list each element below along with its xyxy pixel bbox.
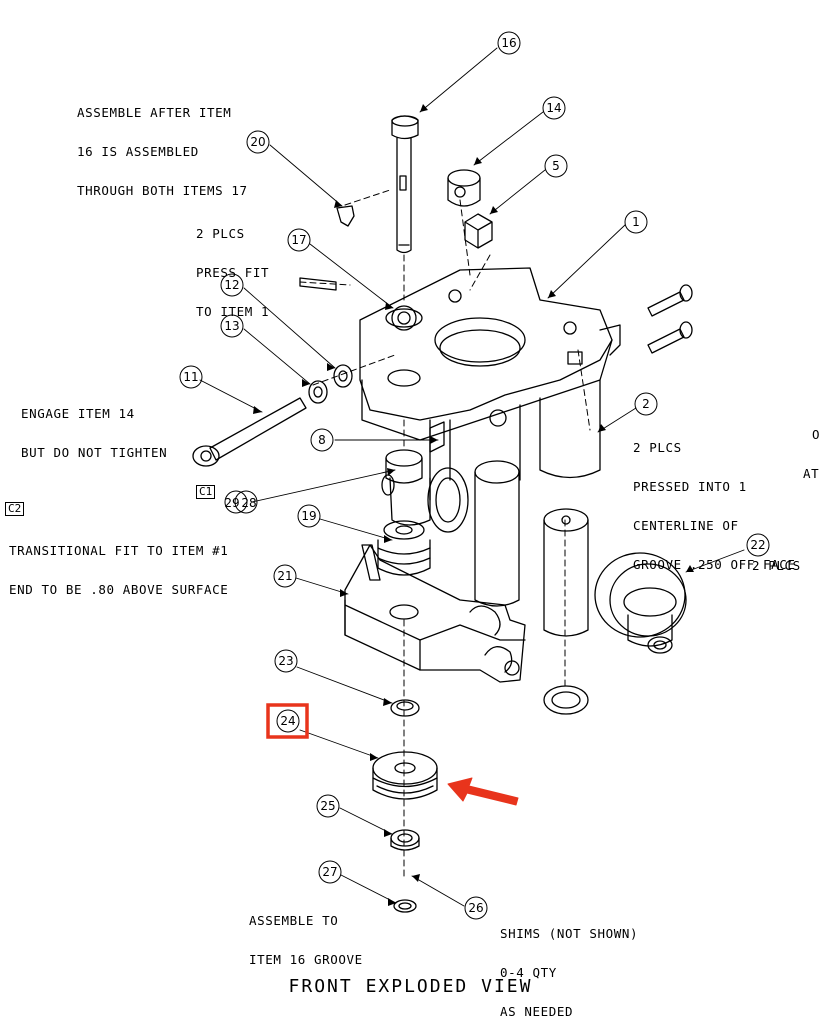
- note-line: THROUGH BOTH ITEMS 17: [77, 183, 248, 198]
- balloon-5: 5: [552, 159, 560, 173]
- note-line: SHIMS (NOT SHOWN): [500, 926, 639, 941]
- balloon-2: 2: [642, 397, 650, 411]
- balloon-22: 22: [750, 538, 765, 552]
- red-arrow-icon: [447, 777, 519, 806]
- centerlines: [299, 189, 591, 881]
- balloon-25: 25: [320, 799, 335, 813]
- highlight-annotation: [266, 703, 519, 806]
- note-shims: SHIMS (NOT SHOWN) 0-4 QTY AS NEEDED: [500, 901, 638, 1031]
- note-line: 0-4 QTY: [500, 965, 557, 980]
- note-engage: ENGAGE ITEM 14 BUT DO NOT TIGHTEN: [21, 381, 167, 472]
- leader-arrowheads: [253, 104, 694, 906]
- balloon-12: 12: [224, 278, 239, 292]
- note-line: CENTERLINE OF: [633, 518, 739, 533]
- part-5-block: [464, 213, 493, 249]
- balloon-16: 16: [501, 36, 516, 50]
- part-23-washer: [390, 699, 420, 717]
- part-22-roller: [594, 552, 687, 654]
- part-8-bracket: [429, 421, 445, 453]
- balloon-11: 11: [183, 370, 198, 384]
- item-balloons: [179, 31, 770, 920]
- part-19-pulley: [361, 520, 431, 581]
- balloon-27: 27: [322, 865, 337, 879]
- part-1-main-body: [359, 267, 621, 501]
- part-21-base-plate: [344, 544, 526, 683]
- tag-c1: C1: [196, 485, 216, 499]
- part-28-29-pulley-stack: [381, 449, 469, 533]
- note-line: TO ITEM 1: [196, 304, 270, 319]
- note-transitional-fit: TRANSITIONAL FIT TO ITEM #1 END TO BE .8…: [9, 518, 228, 609]
- balloon-26: 26: [468, 901, 483, 915]
- dowel-pin: [299, 277, 337, 291]
- note-line: ASSEMBLE TO: [249, 913, 339, 928]
- balloon-24: 24: [280, 714, 295, 728]
- note-two-plcs-22: 2 PLCS: [752, 558, 801, 573]
- part-20-key: [336, 205, 355, 227]
- part-27-clip: [393, 899, 417, 913]
- note-press-fit: 2 PLCS PRESS FIT TO ITEM 1: [196, 201, 269, 331]
- note-line: O: [812, 427, 821, 442]
- screws-right: [647, 284, 693, 354]
- note-line: 2 PLCS: [633, 440, 682, 455]
- note-line: GROOVE .250 OFF FACE: [633, 557, 796, 572]
- note-line: BUT DO NOT TIGHTEN: [21, 445, 168, 460]
- part-17-bushing: [385, 308, 423, 328]
- balloon-1: 1: [632, 215, 640, 229]
- standoff-cylinders: [474, 460, 589, 637]
- view-title: FRONT EXPLODED VIEW: [288, 976, 533, 997]
- washer-lower-right: [543, 685, 589, 715]
- balloon-23: 23: [278, 654, 293, 668]
- note-assemble-after: ASSEMBLE AFTER ITEM 16 IS ASSEMBLED THRO…: [77, 80, 248, 210]
- note-line: AT: [803, 466, 820, 481]
- balloon-21: 21: [277, 569, 292, 583]
- part-13-washer: [308, 380, 328, 404]
- note-line: ENGAGE ITEM 14: [21, 406, 135, 421]
- part-14-cylinder: [447, 169, 481, 207]
- balloon-20: 20: [250, 135, 265, 149]
- note-line: ASSEMBLE AFTER ITEM: [77, 105, 232, 120]
- part-16-pin: [391, 115, 419, 254]
- note-line: PRESSED INTO 1: [633, 479, 747, 494]
- part-12-washer: [333, 364, 353, 388]
- balloon-14: 14: [546, 101, 561, 115]
- note-line: ITEM 16 GROOVE: [249, 952, 363, 967]
- note-line: AS NEEDED: [500, 1004, 574, 1019]
- balloon-8: 8: [318, 433, 326, 447]
- note-line: 2 PLCS: [196, 226, 245, 241]
- tag-c2: C2: [5, 502, 25, 516]
- part-11-bolt: [192, 397, 307, 467]
- note-line: END TO BE .80 ABOVE SURFACE: [9, 582, 229, 597]
- note-cut-edge: O AT: [803, 402, 820, 493]
- part-24-pulley: [372, 751, 438, 800]
- balloon-28: 28: [241, 496, 256, 510]
- balloon-19: 19: [301, 509, 316, 523]
- note-line: 16 IS ASSEMBLED: [77, 144, 199, 159]
- leader-lines: [199, 47, 745, 907]
- note-pressed-into: 2 PLCS PRESSED INTO 1 CENTERLINE OF GROO…: [633, 415, 796, 584]
- part-25-washer: [390, 829, 420, 851]
- balloon-13: 13: [224, 319, 239, 333]
- note-assemble-to: ASSEMBLE TO ITEM 16 GROOVE: [249, 888, 363, 979]
- note-line: PRESS FIT: [196, 265, 270, 280]
- highlight-box-24: [266, 703, 309, 739]
- balloon-17: 17: [291, 233, 306, 247]
- balloon-29: 29: [224, 496, 239, 510]
- note-line: TRANSITIONAL FIT TO ITEM #1: [9, 543, 229, 558]
